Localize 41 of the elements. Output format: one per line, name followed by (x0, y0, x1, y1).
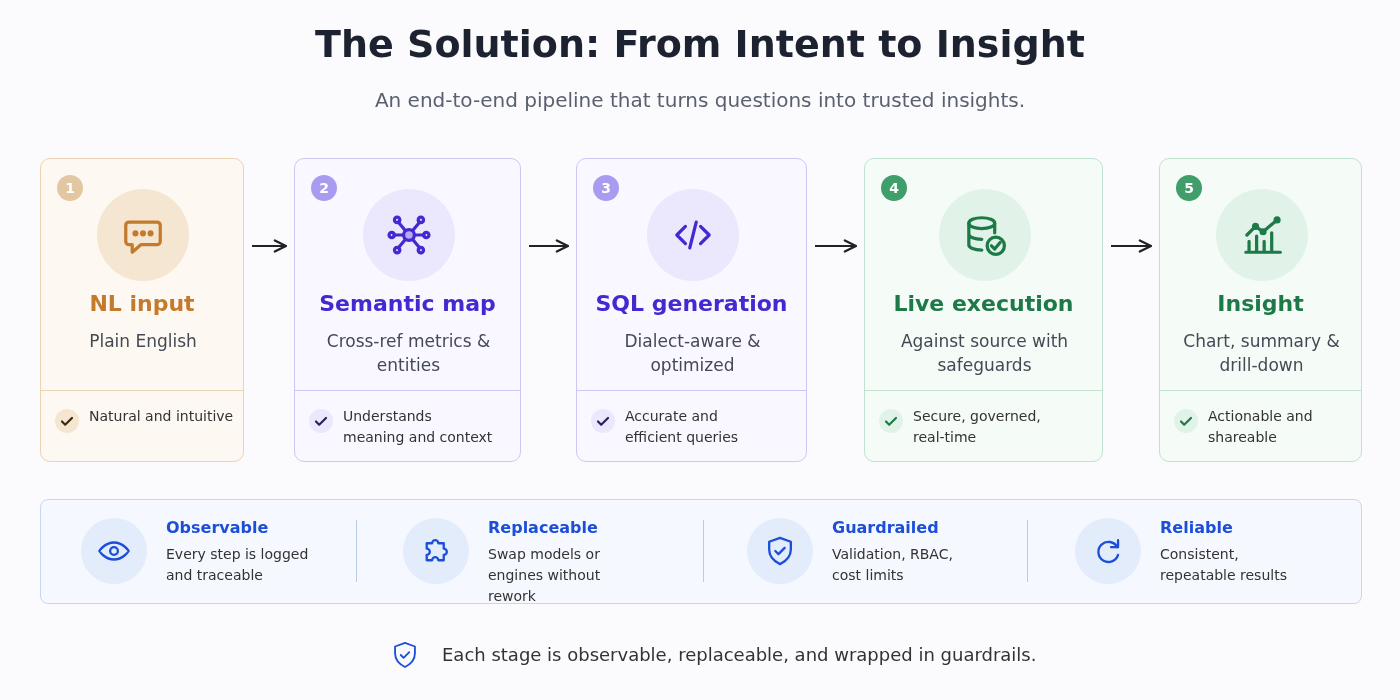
step-description: Plain English (88, 330, 198, 353)
step-card (294, 158, 521, 462)
step-description: Dialect-aware & optimized (623, 330, 762, 377)
footnote: Each stage is observable, replaceable, and wrapped in guardrails. (442, 644, 1037, 665)
feature-description: Consistent, repeatable results (1160, 545, 1288, 585)
step-number-badge: 5 (1176, 175, 1202, 201)
step-card (864, 158, 1103, 462)
step-number-badge: 4 (881, 175, 907, 201)
arrow (528, 239, 570, 253)
feature-title: Guardrailed (832, 518, 940, 537)
step-description: Cross-ref metrics & entities (325, 330, 492, 377)
step-benefit: Secure, governed, real-time (913, 407, 1042, 447)
subtitle: An end-to-end pipeline that turns questions into trusted insights. (373, 88, 1027, 112)
step-title: Live execution (892, 291, 1075, 316)
arrow (251, 239, 288, 253)
feature-panel (40, 499, 1362, 604)
feature-title: Reliable (1160, 518, 1234, 537)
step-description: Chart, summary & drill-down (1182, 330, 1341, 377)
step-number-badge: 1 (57, 175, 83, 201)
feature-title: Observable (166, 518, 270, 537)
feature-description: Validation, RBAC, cost limits (832, 545, 954, 585)
step-benefit: Actionable and shareable (1208, 407, 1314, 447)
step-description: Against source with safeguards (899, 330, 1070, 377)
arrow (814, 239, 858, 253)
step-title: Semantic map (318, 291, 497, 316)
step-number-badge: 2 (311, 175, 337, 201)
feature-title: Replaceable (488, 518, 599, 537)
step-title: SQL generation (594, 291, 789, 316)
title: The Solution: From Intent to Insight (314, 22, 1086, 66)
step-benefit: Accurate and efficient queries (625, 407, 740, 447)
step-benefit: Understands meaning and context (343, 407, 493, 447)
step-card (576, 158, 807, 462)
feature-description: Every step is logged and traceable (166, 545, 310, 585)
feature-description: Swap models or engines without rework (488, 545, 602, 606)
arrow (1110, 239, 1153, 253)
step-title: Insight (1216, 291, 1305, 316)
step-card (1159, 158, 1362, 462)
step-card (40, 158, 244, 462)
step-benefit: Natural and intuitive (89, 407, 235, 426)
step-number-badge: 3 (593, 175, 619, 201)
step-title: NL input (88, 291, 196, 316)
